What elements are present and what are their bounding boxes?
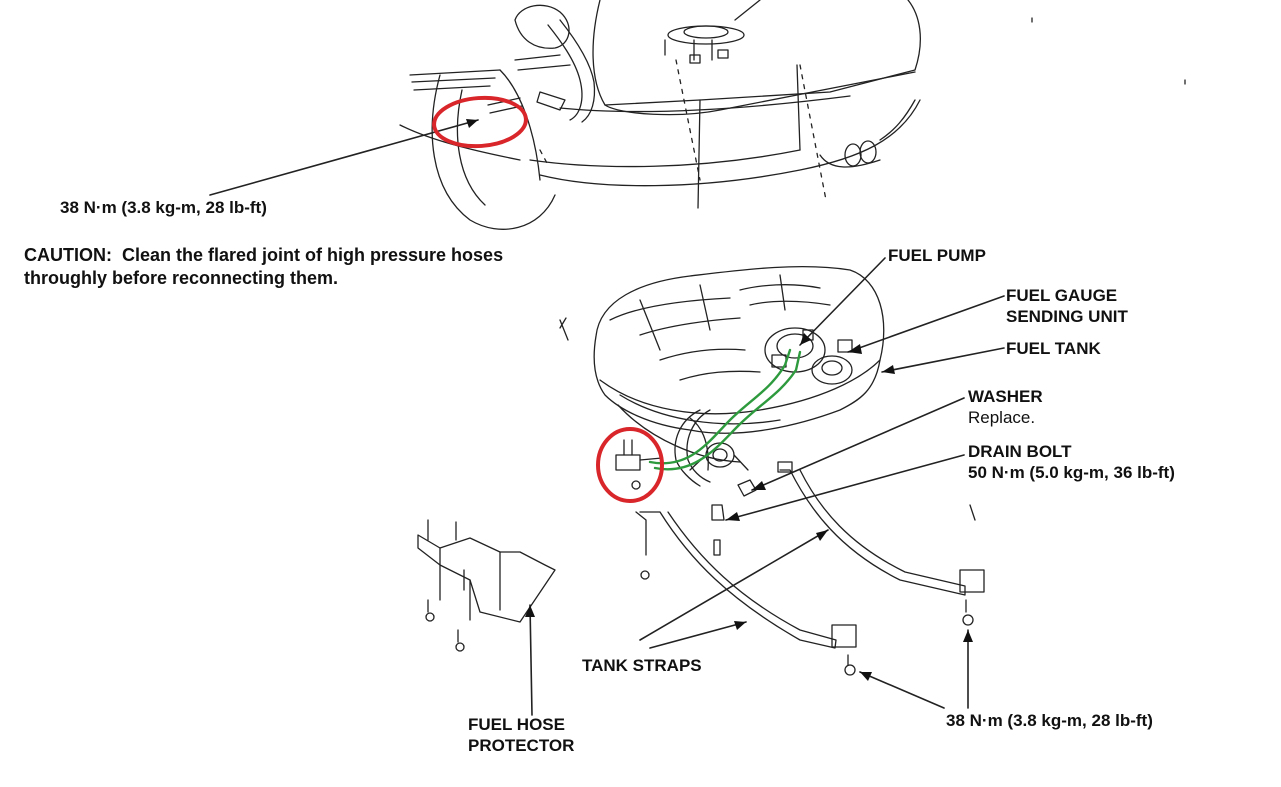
filler-neck <box>487 4 596 123</box>
highlight-circle-filler <box>432 95 528 149</box>
label-protector-line1: FUEL HOSE <box>468 715 565 734</box>
label-drain-bolt-title: DRAIN BOLT <box>968 442 1072 461</box>
label-tank-straps: TANK STRAPS <box>582 656 702 675</box>
label-fuel-gauge-line2: SENDING UNIT <box>1006 307 1128 326</box>
vehicle-rear-body <box>399 0 921 209</box>
label-washer-note: Replace. <box>968 408 1036 427</box>
label-fuel-gauge-sending-unit: FUEL GAUGE SENDING UNIT <box>1006 285 1128 327</box>
tank-strap-left <box>635 511 857 649</box>
caution-line2: throughly before reconnecting them. <box>24 268 339 288</box>
label-torque-straps: 38 N·m (3.8 kg-m, 28 lb-ft) <box>946 711 1153 730</box>
alignment-lines <box>539 59 827 201</box>
feed-pipe <box>617 404 741 463</box>
strap-bolts <box>844 599 974 676</box>
label-torque-filler: 38 N·m (3.8 kg-m, 28 lb-ft) <box>60 198 267 217</box>
tank-strap-right <box>777 461 985 596</box>
leader-access-cover <box>734 0 761 21</box>
label-washer: WASHER Replace. <box>968 386 1043 428</box>
label-washer-title: WASHER <box>968 387 1043 406</box>
rear-wheel <box>431 69 556 230</box>
filler-hoses <box>674 409 711 487</box>
pump-access-cover <box>664 25 745 64</box>
fuel-pump-assembly <box>764 327 826 373</box>
misc-marks <box>559 17 1186 521</box>
fuel-lines-highlight <box>648 348 802 471</box>
caution-heading: CAUTION: <box>24 245 112 265</box>
leader-lines <box>209 119 1005 716</box>
leader-arrowheads <box>466 119 973 681</box>
label-fuel-pump: FUEL PUMP <box>888 246 986 265</box>
fuel-tank <box>593 265 885 434</box>
label-drain-bolt: DRAIN BOLT 50 N·m (5.0 kg-m, 36 lb-ft) <box>968 441 1175 483</box>
fuel-gauge-sending-unit <box>811 339 853 385</box>
highlight-circles <box>432 95 664 503</box>
caution-note: CAUTION: Clean the flared joint of high … <box>24 244 503 290</box>
hose-clamp-fitting <box>615 439 663 490</box>
label-protector-line2: PROTECTOR <box>468 736 575 755</box>
fuel-hose-protector <box>417 519 556 652</box>
label-fuel-hose-protector: FUEL HOSE PROTECTOR <box>468 714 574 756</box>
highlight-circle-hose-joint <box>596 427 664 503</box>
label-fuel-tank: FUEL TANK <box>1006 339 1101 358</box>
caution-line1: Clean the flared joint of high pressure … <box>122 245 504 265</box>
label-drain-bolt-torque: 50 N·m (5.0 kg-m, 36 lb-ft) <box>968 463 1175 482</box>
label-fuel-gauge-line1: FUEL GAUGE <box>1006 286 1118 305</box>
